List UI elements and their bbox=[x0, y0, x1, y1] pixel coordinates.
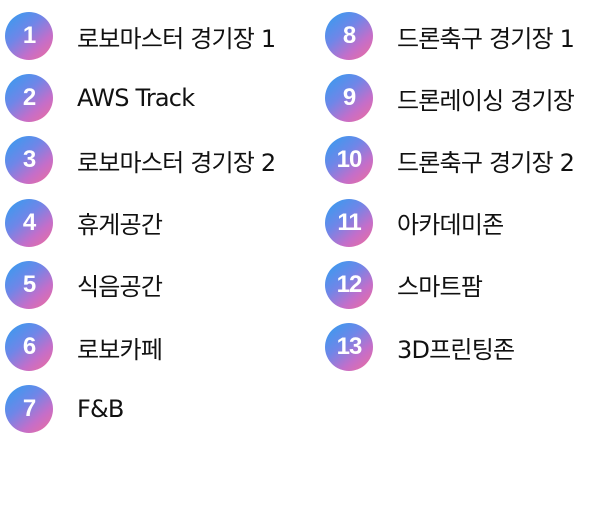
zone-label: 3D프린팅존 bbox=[397, 335, 515, 364]
legend-column-right: 8 드론축구 경기장 1 9 드론레이싱 경기장 10 드론축구 경기장 2 1… bbox=[325, 5, 575, 378]
zone-label: 아카데미존 bbox=[397, 211, 504, 240]
zone-label: 드론축구 경기장 1 bbox=[397, 24, 575, 53]
zone-number-badge: 4 bbox=[5, 198, 53, 247]
zone-number-badge: 9 bbox=[325, 74, 373, 123]
legend-item-zone-2: 2 AWS Track bbox=[5, 67, 275, 129]
zone-number-badge: 7 bbox=[5, 385, 53, 434]
zone-label: 로보카페 bbox=[77, 335, 163, 364]
legend-item-zone-1: 1 로보마스터 경기장 1 bbox=[5, 5, 276, 67]
zone-label: 스마트팜 bbox=[397, 273, 483, 302]
zone-label: 드론축구 경기장 2 bbox=[397, 148, 575, 177]
zone-number-badge: 12 bbox=[325, 260, 373, 309]
zone-label: AWS Track bbox=[77, 84, 195, 113]
zone-number-badge: 5 bbox=[5, 260, 53, 309]
legend-item-zone-11: 11 아카데미존 bbox=[325, 192, 574, 254]
legend-item-zone-8: 8 드론축구 경기장 1 bbox=[325, 5, 575, 67]
legend-item-zone-9: 9 드론레이싱 경기장 bbox=[325, 67, 575, 129]
legend-item-zone-4: 4 휴게공간 bbox=[5, 192, 275, 254]
zone-label: F&B bbox=[77, 395, 124, 424]
zone-number-badge: 8 bbox=[325, 12, 373, 61]
legend-item-zone-6: 6 로보카페 bbox=[5, 316, 275, 378]
zone-number-badge: 11 bbox=[325, 198, 373, 247]
zone-label: 로보마스터 경기장 2 bbox=[77, 148, 276, 177]
zone-label: 드론레이싱 경기장 bbox=[397, 86, 575, 115]
zone-label: 식음공간 bbox=[77, 273, 163, 302]
legend-item-zone-13: 13 3D프린팅존 bbox=[325, 316, 574, 378]
legend-item-zone-3: 3 로보마스터 경기장 2 bbox=[5, 129, 276, 191]
zone-number-badge: 6 bbox=[5, 323, 53, 372]
zone-number-badge: 1 bbox=[5, 12, 53, 61]
legend-item-zone-7: 7 F&B bbox=[5, 378, 275, 440]
zone-number-badge: 3 bbox=[5, 136, 53, 185]
zone-number-badge: 13 bbox=[325, 323, 373, 372]
zone-label: 휴게공간 bbox=[77, 211, 163, 240]
zone-label: 로보마스터 경기장 1 bbox=[77, 24, 276, 53]
legend-item-zone-5: 5 식음공간 bbox=[5, 254, 275, 316]
legend-item-zone-10: 10 드론축구 경기장 2 bbox=[325, 129, 575, 191]
zone-number-badge: 2 bbox=[5, 74, 53, 123]
legend-column-left: 1 로보마스터 경기장 1 2 AWS Track 3 로보마스터 경기장 2 … bbox=[5, 5, 276, 440]
legend-item-zone-12: 12 스마트팜 bbox=[325, 254, 574, 316]
zone-number-badge: 10 bbox=[325, 136, 373, 185]
